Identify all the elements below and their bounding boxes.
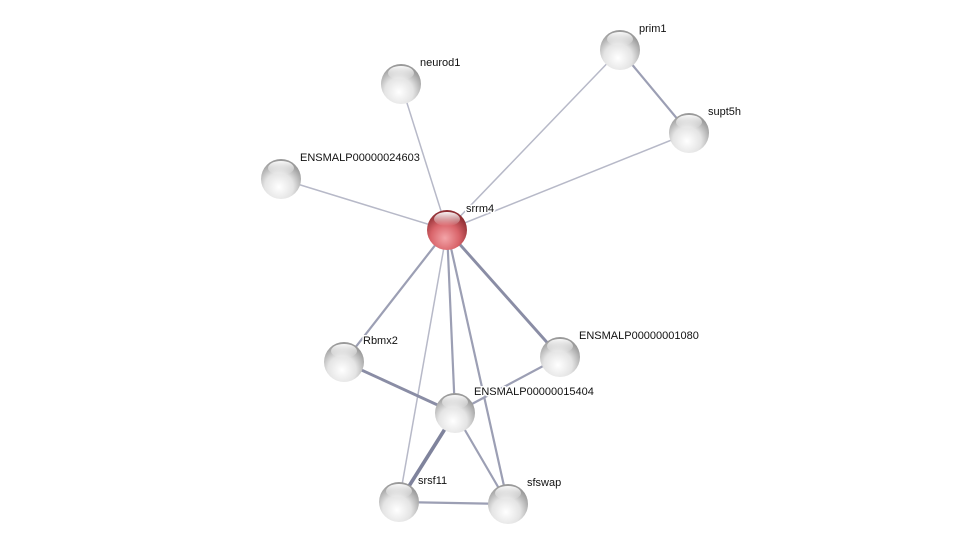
node-srsf11[interactable]: srsf11 xyxy=(379,474,449,522)
edge-srrm4-neurod1[interactable] xyxy=(400,83,448,231)
node-highlight xyxy=(442,395,468,409)
node-label: srsf11 xyxy=(418,475,447,487)
edge-srrm4-supt5h[interactable] xyxy=(446,132,690,231)
node-neurod1[interactable]: neurod1 xyxy=(381,56,462,104)
node-e24603[interactable]: ENSMALP00000024603 xyxy=(261,151,421,199)
edge-srrm4-e1080[interactable] xyxy=(445,229,562,358)
node-label: sfswap xyxy=(527,477,561,489)
node-e1080[interactable]: ENSMALP00000001080 xyxy=(540,329,700,377)
edge-layer xyxy=(280,49,690,506)
node-label: prim1 xyxy=(639,23,667,35)
node-highlight xyxy=(495,486,521,500)
node-srrm4[interactable]: srrm4 xyxy=(427,202,496,250)
node-label: ENSMALP00000024603 xyxy=(300,152,420,164)
edge-srrm4-e15404[interactable] xyxy=(445,229,457,414)
edge-srrm4-prim1[interactable] xyxy=(446,49,621,231)
node-label: supt5h xyxy=(708,106,741,118)
node-e15404[interactable]: ENSMALP00000015404 xyxy=(435,385,595,433)
node-label: neurod1 xyxy=(420,57,460,69)
node-highlight xyxy=(388,66,414,80)
edge-srrm4-rbmx2[interactable] xyxy=(343,229,448,363)
node-label: ENSMALP00000015404 xyxy=(474,386,594,398)
node-highlight xyxy=(331,344,357,358)
node-highlight xyxy=(547,339,573,353)
node-prim1[interactable]: prim1 xyxy=(600,22,668,70)
edge-srrm4-srsf11[interactable] xyxy=(398,229,448,503)
node-label: ENSMALP00000001080 xyxy=(579,330,699,342)
node-supt5h[interactable]: supt5h xyxy=(669,105,743,153)
node-highlight xyxy=(434,212,460,226)
node-highlight xyxy=(676,115,702,129)
node-sfswap[interactable]: sfswap xyxy=(488,476,563,524)
node-label: srrm4 xyxy=(466,203,494,215)
edge-srrm4-e24603[interactable] xyxy=(280,178,448,231)
edge-srrm4-sfswap[interactable] xyxy=(445,229,510,505)
edge-rbmx2-e15404[interactable] xyxy=(343,360,456,415)
node-layer: srrm4 prim1 supt5h neurod1ENSMALP0000002460… xyxy=(261,22,743,524)
node-label: Rbmx2 xyxy=(363,335,398,347)
node-highlight xyxy=(607,32,633,46)
node-rbmx2[interactable]: Rbmx2 xyxy=(324,334,399,382)
node-highlight xyxy=(268,161,294,175)
node-highlight xyxy=(386,484,412,498)
